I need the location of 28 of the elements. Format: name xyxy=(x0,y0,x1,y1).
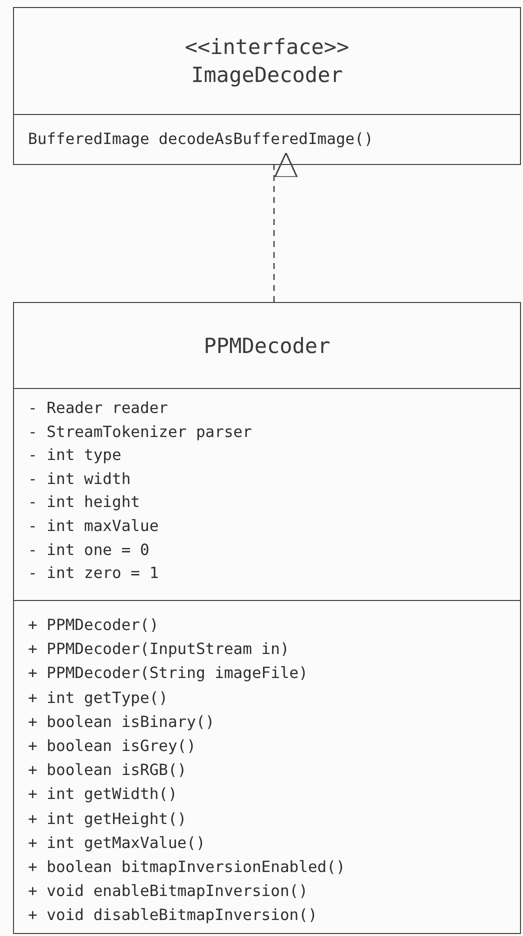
member-text: + PPMDecoder(String imageFile) xyxy=(28,663,308,684)
member-text: + int getHeight() xyxy=(28,808,187,830)
member-text: + PPMDecoder(InputStream in) xyxy=(28,639,290,660)
member-text: + int getWidth() xyxy=(28,784,178,806)
member-text: + void enableBitmapInversion() xyxy=(28,881,308,902)
member-text: + int getMaxValue() xyxy=(28,832,206,854)
member-text: - int one = 0 xyxy=(28,540,150,561)
member-text: - StreamTokenizer parser xyxy=(28,422,252,443)
member-text: - int maxValue xyxy=(28,516,159,537)
class-box xyxy=(13,302,521,934)
member-text: - int height xyxy=(28,492,140,514)
class-name: PPMDecoder xyxy=(204,332,330,360)
stereotype-label: <<interface>> xyxy=(184,34,350,61)
member-text: + PPMDecoder() xyxy=(28,615,159,636)
member-text: - int type xyxy=(28,445,122,466)
member-text: + boolean isGrey() xyxy=(28,736,196,758)
member-text: - int zero = 1 xyxy=(28,563,159,584)
class-box xyxy=(13,7,521,165)
member-text: + boolean isRGB() xyxy=(28,760,187,782)
member-text: + void disableBitmapInversion() xyxy=(28,905,318,926)
member-text: + int getType() xyxy=(28,688,168,709)
class-name: ImageDecoder xyxy=(191,62,343,89)
realization-arrow xyxy=(273,152,298,302)
member-text: + boolean isBinary() xyxy=(28,712,215,733)
member-text: BufferedImage decodeAsBufferedImage() xyxy=(28,129,374,150)
member-text: + boolean bitmapInversionEnabled() xyxy=(28,857,346,878)
member-text: - Reader reader xyxy=(28,398,168,419)
member-text: - int width xyxy=(28,468,131,490)
